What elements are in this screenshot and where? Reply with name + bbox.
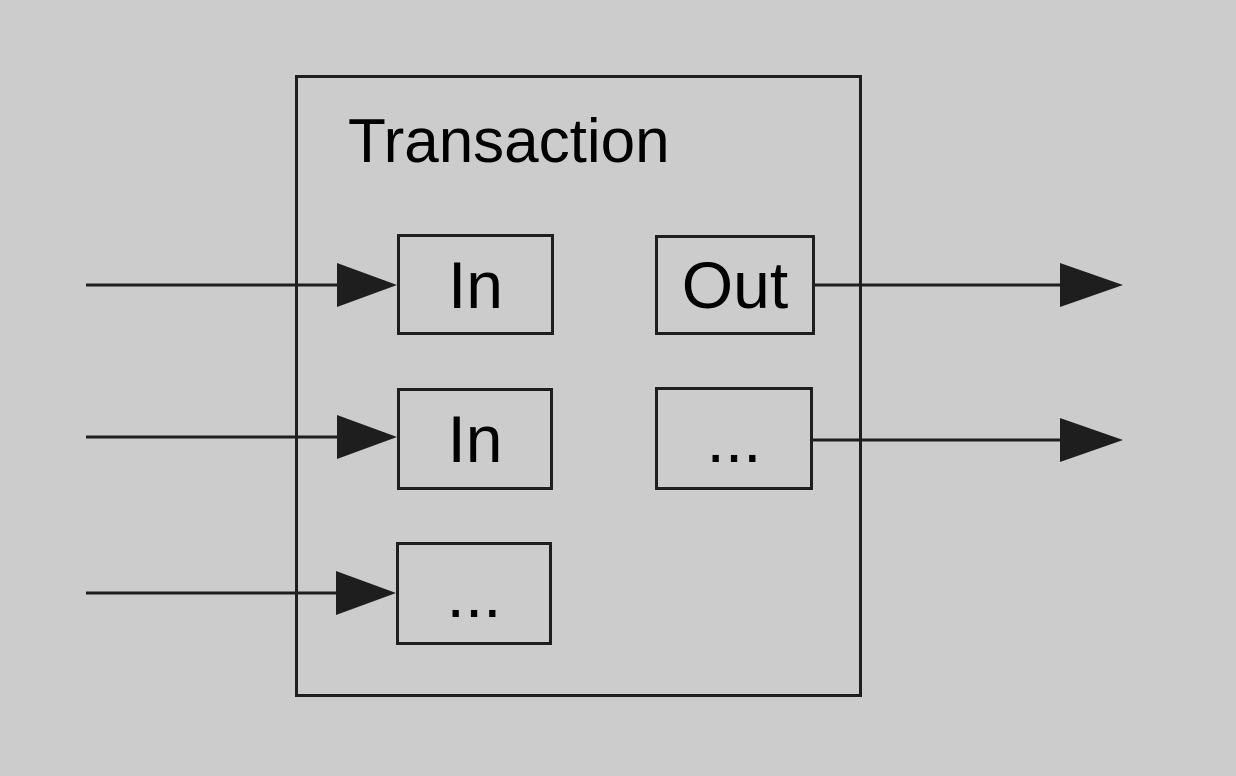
input-arrow-3 bbox=[86, 571, 396, 615]
transaction-box: Transaction bbox=[295, 75, 862, 697]
input-arrow-2-arrowhead-icon bbox=[337, 415, 397, 459]
output-box-2-label: ... bbox=[706, 401, 762, 476]
input-box-2-label: In bbox=[447, 402, 503, 476]
input-box-1: In bbox=[397, 234, 554, 335]
transaction-title: Transaction bbox=[348, 107, 670, 176]
output-box-1: Out bbox=[655, 235, 815, 335]
input-arrow-3-arrowhead-icon bbox=[336, 571, 396, 615]
output-arrow-2 bbox=[811, 418, 1123, 462]
input-arrow-2 bbox=[86, 415, 397, 459]
output-arrow-2-arrowhead-icon bbox=[1060, 418, 1123, 462]
input-arrow-1 bbox=[86, 263, 397, 307]
output-box-2: ... bbox=[655, 387, 813, 490]
input-box-3-label: ... bbox=[446, 556, 502, 631]
input-box-1-label: In bbox=[447, 247, 504, 322]
output-arrow-1 bbox=[813, 263, 1123, 307]
input-box-2: In bbox=[397, 388, 553, 490]
output-box-1-label: Out bbox=[681, 248, 789, 322]
input-box-3: ... bbox=[396, 542, 552, 645]
input-arrow-1-arrowhead-icon bbox=[337, 263, 397, 307]
output-arrow-1-arrowhead-icon bbox=[1060, 263, 1123, 307]
